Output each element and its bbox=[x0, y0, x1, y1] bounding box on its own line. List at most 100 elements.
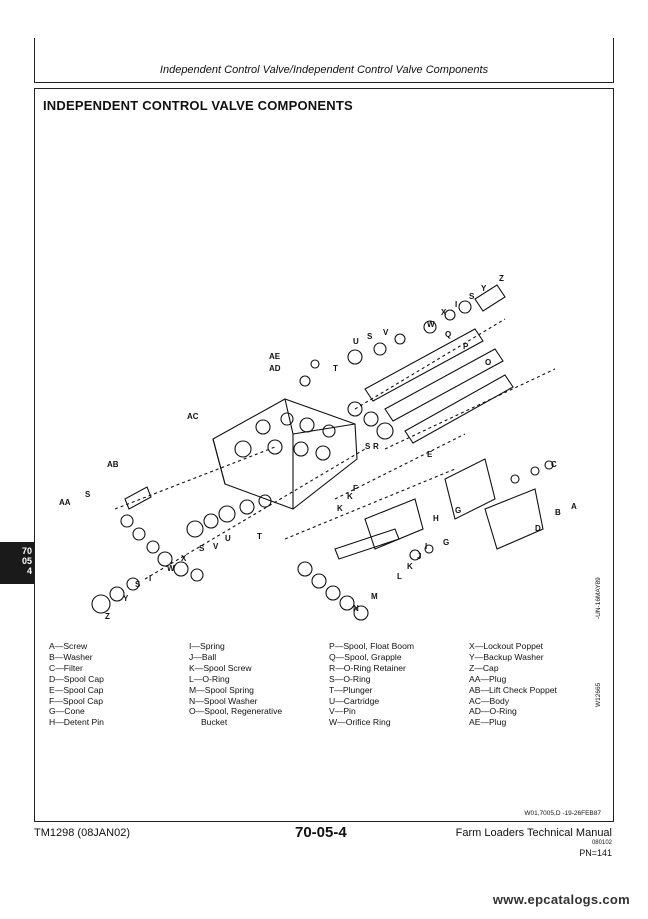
section-tab: 70 05 4 bbox=[0, 542, 34, 584]
callout-o: O bbox=[485, 358, 491, 367]
content-frame: INDEPENDENT CONTROL VALVE COMPONENTS bbox=[34, 88, 614, 822]
callout-s6: S bbox=[135, 580, 141, 589]
callout-ae: AE bbox=[269, 352, 281, 361]
pn-number: PN=141 bbox=[579, 848, 612, 858]
legend-column-4: X—Lockout Poppet Y—Backup Washer Z—Cap A… bbox=[469, 641, 557, 728]
callout-z: Z bbox=[499, 274, 504, 283]
callout-r: R bbox=[373, 442, 379, 451]
callout-i3: I bbox=[149, 574, 151, 583]
legend-item: O—Spool, Regenerative bbox=[189, 706, 283, 717]
callout-ab: AB bbox=[107, 460, 119, 469]
callout-d: D bbox=[535, 524, 541, 533]
callout-n: N bbox=[353, 604, 359, 613]
section-tab-line: 05 bbox=[21, 556, 32, 566]
legend-item: AB—Lift Check Poppet bbox=[469, 684, 557, 695]
legend-item: V—Pin bbox=[329, 706, 356, 717]
page-number: 70-05-4 bbox=[295, 824, 347, 841]
legend-item: B—Washer bbox=[49, 651, 93, 662]
legend-item: AC—Body bbox=[469, 695, 510, 706]
callout-u2: U bbox=[225, 534, 231, 543]
callout-u: U bbox=[353, 337, 359, 346]
callout-a: A bbox=[571, 502, 577, 511]
callout-w2: W bbox=[167, 564, 175, 573]
callout-g: G bbox=[455, 506, 461, 515]
legend-item: Y—Backup Washer bbox=[469, 651, 544, 662]
callout-i: I bbox=[455, 300, 457, 309]
watermark-link[interactable]: www.epcatalogs.com bbox=[492, 892, 630, 907]
legend-item: W—Orifice Ring bbox=[329, 717, 391, 728]
legend-item: H—Detent Pin bbox=[49, 717, 104, 728]
manual-title: Farm Loaders Technical Manual bbox=[455, 827, 612, 839]
figure-id-top: -UN-16MAY89 bbox=[595, 577, 602, 619]
callout-t: T bbox=[333, 364, 338, 373]
legend-item: S—O-Ring bbox=[329, 673, 371, 684]
callout-k3: K bbox=[407, 562, 413, 571]
section-title: INDEPENDENT CONTROL VALVE COMPONENTS bbox=[43, 98, 353, 113]
callout-k2: K bbox=[347, 492, 353, 501]
legend-item: D—Spool Cap bbox=[49, 673, 104, 684]
callout-q: Q bbox=[445, 330, 451, 339]
legend-item: I—Spring bbox=[189, 641, 225, 651]
legend-item: L—O-Ring bbox=[189, 673, 230, 684]
legend-column-2: I—Spring J—Ball K—Spool Screw L—O-Ring M… bbox=[189, 641, 282, 728]
legend-item: G—Cone bbox=[49, 706, 85, 717]
callout-k: K bbox=[337, 504, 343, 513]
callout-m: M bbox=[371, 592, 378, 601]
callout-ac: AC bbox=[187, 412, 199, 421]
callout-ad: AD bbox=[269, 364, 281, 373]
callout-v2: V bbox=[213, 542, 219, 551]
callout-l: L bbox=[397, 572, 402, 581]
legend-item: X—Lockout Poppet bbox=[469, 641, 544, 651]
callout-z2: Z bbox=[105, 612, 110, 621]
legend-item: AD—O-Ring bbox=[469, 706, 517, 717]
legend-item: N—Spool Washer bbox=[189, 695, 258, 706]
legend-item: K—Spool Screw bbox=[189, 662, 252, 673]
legend-item: U—Cartridge bbox=[329, 695, 380, 706]
callout-t2: T bbox=[257, 532, 262, 541]
legend-item: M—Spool Spring bbox=[189, 684, 254, 695]
callout-e: E bbox=[427, 450, 433, 459]
callout-y2: Y bbox=[123, 594, 129, 603]
header-frame: Independent Control Valve/Independent Co… bbox=[34, 38, 614, 83]
page-header-title: Independent Control Valve/Independent Co… bbox=[159, 64, 489, 76]
legend-item: F—Spool Cap bbox=[49, 695, 103, 706]
callout-s4: S bbox=[85, 490, 91, 499]
legend-item: T—Plunger bbox=[329, 684, 373, 695]
legend-item: Z—Cap bbox=[469, 662, 499, 673]
legend-item: A—Screw bbox=[49, 641, 88, 651]
manual-code: TM1298 (08JAN02) bbox=[34, 827, 130, 839]
callout-s5: S bbox=[199, 544, 205, 553]
callout-c: C bbox=[551, 460, 557, 469]
legend-item: C—Filter bbox=[49, 662, 83, 673]
exploded-valve-diagram: Z Y S I X W Q P O U S V T AE AD AC S R E… bbox=[59, 274, 577, 621]
callout-f: F bbox=[353, 484, 358, 493]
section-tab-line: 70 bbox=[21, 546, 32, 556]
legend-item: AA—Plug bbox=[469, 673, 507, 684]
callout-i2: I bbox=[425, 542, 427, 551]
callout-x: X bbox=[441, 308, 447, 317]
legend-item: Q—Spool, Grapple bbox=[329, 651, 402, 662]
figure-id-bottom: W12665 bbox=[595, 682, 602, 707]
figure-reference: W01,7005,D -19-26FEB87 bbox=[524, 810, 601, 817]
callout-x2: X bbox=[181, 554, 187, 563]
callout-y: Y bbox=[481, 284, 487, 293]
legend-item: AE—Plug bbox=[469, 717, 507, 728]
legend-item: P—Spool, Float Boom bbox=[329, 641, 415, 651]
legend-item: R—O-Ring Retainer bbox=[329, 662, 406, 673]
callout-s: S bbox=[469, 292, 475, 301]
callout-v: V bbox=[383, 328, 389, 337]
legend-column-3: P—Spool, Float Boom Q—Spool, Grapple R—O… bbox=[329, 641, 414, 728]
legend-column-1: A—Screw B—Washer C—Filter D—Spool Cap E—… bbox=[49, 641, 104, 728]
date-code: 080102 bbox=[591, 840, 612, 846]
callout-w: W bbox=[427, 320, 435, 329]
callout-s2: S bbox=[367, 332, 373, 341]
legend-item: Bucket bbox=[189, 717, 228, 728]
callout-h: H bbox=[433, 514, 439, 523]
callout-j: J bbox=[417, 552, 421, 561]
legend-item: J—Ball bbox=[189, 651, 217, 662]
legend-item: E—Spool Cap bbox=[49, 684, 104, 695]
callout-p: P bbox=[463, 342, 469, 351]
callout-g2: G bbox=[443, 538, 449, 547]
callout-b: B bbox=[555, 508, 561, 517]
section-tab-line: 4 bbox=[26, 566, 32, 576]
